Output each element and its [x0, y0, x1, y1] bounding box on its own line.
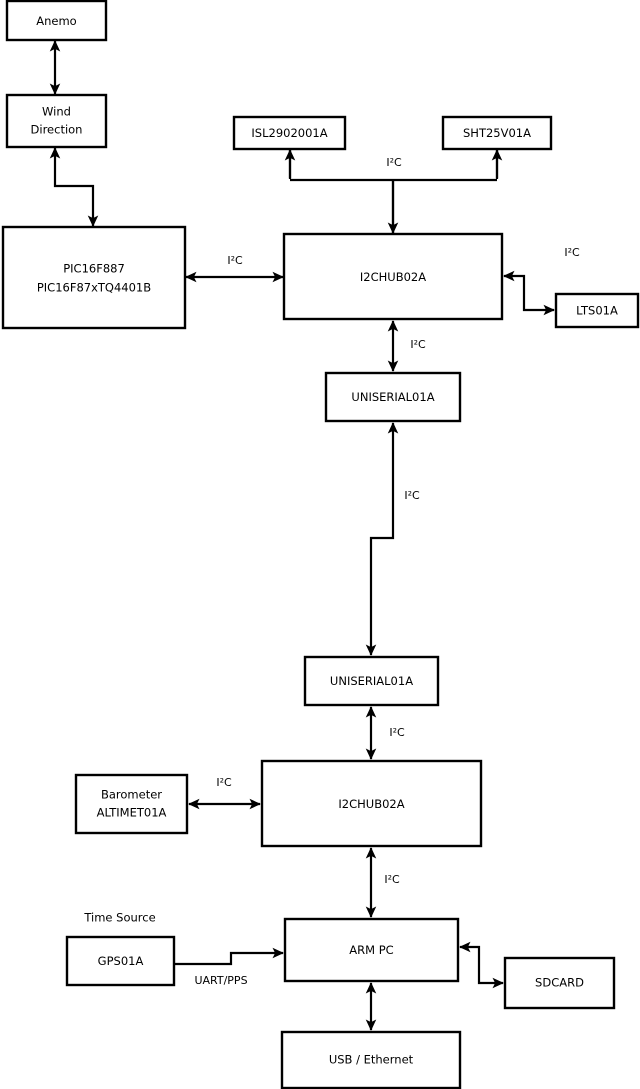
node-gps01a[interactable]: GPS01A — [65, 935, 176, 987]
node-anemo-label: Anemo — [36, 14, 76, 28]
node-i2chub02a-bottom[interactable]: I2CHUB02A — [260, 759, 483, 848]
node-i2chub02a-bottom-label: I2CHUB02A — [338, 797, 404, 811]
label-time-source: Time Source — [83, 911, 155, 925]
node-pic-mcu[interactable]: PIC16F887 PIC16F87xTQ4401B — [1, 225, 187, 330]
edge-label-uniserial-link: I²C — [404, 489, 420, 502]
node-sdcard[interactable]: SDCARD — [503, 956, 616, 1010]
node-isl2902001a[interactable]: ISL2902001A — [232, 115, 347, 151]
node-usb-ethernet[interactable]: USB / Ethernet — [280, 1030, 462, 1089]
node-wind-direction[interactable]: Wind Direction — [5, 93, 108, 149]
edge-armpc-sdcard — [459, 941, 504, 989]
node-gps01a-label: GPS01A — [98, 954, 144, 968]
edge-label-gps-armpc: UART/PPS — [194, 974, 247, 987]
node-arm-pc-label: ARM PC — [349, 943, 393, 957]
node-sht25v01a-label: SHT25V01A — [463, 126, 531, 140]
node-pic-mcu-label-line1: PIC16F887 — [63, 262, 125, 276]
node-wind-direction-label-line1: Wind — [42, 105, 71, 119]
edge-wind-pic — [49, 147, 99, 227]
node-sht25v01a[interactable]: SHT25V01A — [441, 115, 553, 151]
edge-label-pic-hub: I²C — [227, 254, 243, 267]
edge-label-hub-uniserial1: I²C — [410, 338, 426, 351]
edge-label-uniserial2-hub: I²C — [389, 726, 405, 739]
node-sdcard-label: SDCARD — [535, 976, 584, 990]
edge-gps-armpc — [175, 947, 284, 966]
edge-hub-lts — [503, 270, 555, 316]
edge-label-hub-lts: I²C — [564, 246, 580, 259]
node-lts01a-label: LTS01A — [576, 304, 618, 318]
node-uniserial01a-upper-label: UNISERIAL01A — [351, 390, 434, 404]
node-barometer[interactable]: Barometer ALTIMET01A — [74, 773, 189, 835]
node-anemo[interactable]: Anemo — [5, 0, 108, 42]
node-i2chub02a-top-label: I2CHUB02A — [360, 270, 426, 284]
node-lts01a[interactable]: LTS01A — [554, 292, 640, 329]
node-uniserial01a-upper[interactable]: UNISERIAL01A — [324, 371, 462, 423]
edge-uniserial-link — [365, 422, 399, 656]
edges-layer — [49, 40, 555, 1031]
node-barometer-label-line1: Barometer — [101, 788, 162, 802]
edge-label-hub-armpc: I²C — [384, 873, 400, 886]
free-labels-layer: Time Source — [83, 911, 155, 925]
node-barometer-label-line2: ALTIMET01A — [97, 806, 167, 820]
node-pic-mcu-label-line2: PIC16F87xTQ4401B — [37, 281, 151, 295]
node-usb-ethernet-label: USB / Ethernet — [329, 1053, 414, 1067]
edge-label-barometer-hub: I²C — [216, 776, 232, 789]
node-wind-direction-label-line2: Direction — [31, 123, 83, 137]
node-isl2902001a-label: ISL2902001A — [251, 126, 327, 140]
edge-label-hub-sensors: I²C — [386, 156, 402, 169]
node-uniserial01a-lower[interactable]: UNISERIAL01A — [303, 655, 440, 707]
node-i2chub02a-top[interactable]: I2CHUB02A — [282, 232, 504, 321]
edge-labels-layer: I²C I²C I²C I²C I²C I²C I²C I²C UART/PPS — [194, 156, 580, 987]
node-arm-pc[interactable]: ARM PC — [283, 917, 460, 983]
node-uniserial01a-lower-label: UNISERIAL01A — [330, 674, 413, 688]
